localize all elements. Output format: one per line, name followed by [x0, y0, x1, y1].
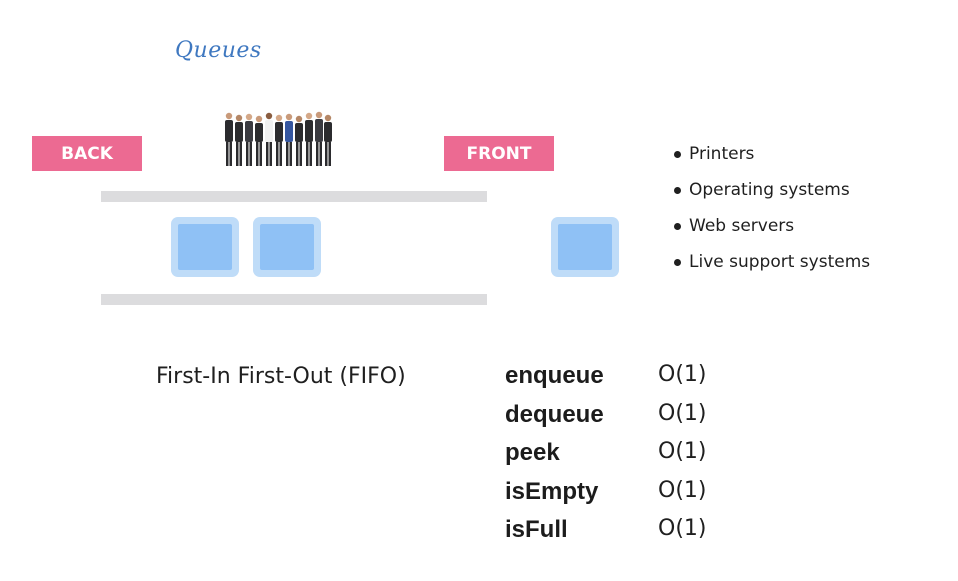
list-item: Operating systems	[672, 180, 870, 216]
operation-row: isFull O(1)	[505, 516, 765, 555]
operation-complexity: O(1)	[658, 477, 707, 503]
bullet-icon	[674, 151, 681, 158]
operations-table: enqueue O(1) dequeue O(1) peek O(1) isEm…	[505, 362, 765, 555]
operation-row: enqueue O(1)	[505, 362, 765, 401]
use-cases-list: Printers Operating systems Web servers L…	[672, 144, 870, 288]
operation-name: isEmpty	[505, 477, 599, 505]
operation-name: peek	[505, 439, 560, 466]
bullet-icon	[674, 223, 681, 230]
queue-rail-bottom	[101, 294, 487, 305]
operation-name: isFull	[505, 516, 568, 543]
list-item: Live support systems	[672, 252, 870, 288]
operation-row: peek O(1)	[505, 439, 765, 478]
queue-element	[253, 217, 321, 277]
fifo-label: First-In First-Out (FIFO)	[156, 364, 406, 389]
operation-complexity: O(1)	[658, 439, 707, 464]
people-in-line-icon	[225, 111, 332, 166]
operation-row: dequeue O(1)	[505, 401, 765, 440]
bullet-icon	[674, 187, 681, 194]
list-item: Web servers	[672, 216, 870, 252]
operation-name: dequeue	[505, 400, 604, 428]
operation-complexity: O(1)	[658, 362, 707, 387]
queue-element	[171, 217, 239, 277]
operation-complexity: O(1)	[658, 400, 707, 426]
bullet-icon	[674, 259, 681, 266]
back-label: BACK	[32, 136, 142, 171]
operation-row: isEmpty O(1)	[505, 478, 765, 517]
page-title: Queues	[175, 38, 262, 63]
front-label: FRONT	[444, 136, 554, 171]
dequeued-element	[551, 217, 619, 277]
queue-rail-top	[101, 191, 487, 202]
list-item: Printers	[672, 144, 870, 180]
operation-name: enqueue	[505, 362, 604, 389]
operation-complexity: O(1)	[658, 516, 707, 541]
